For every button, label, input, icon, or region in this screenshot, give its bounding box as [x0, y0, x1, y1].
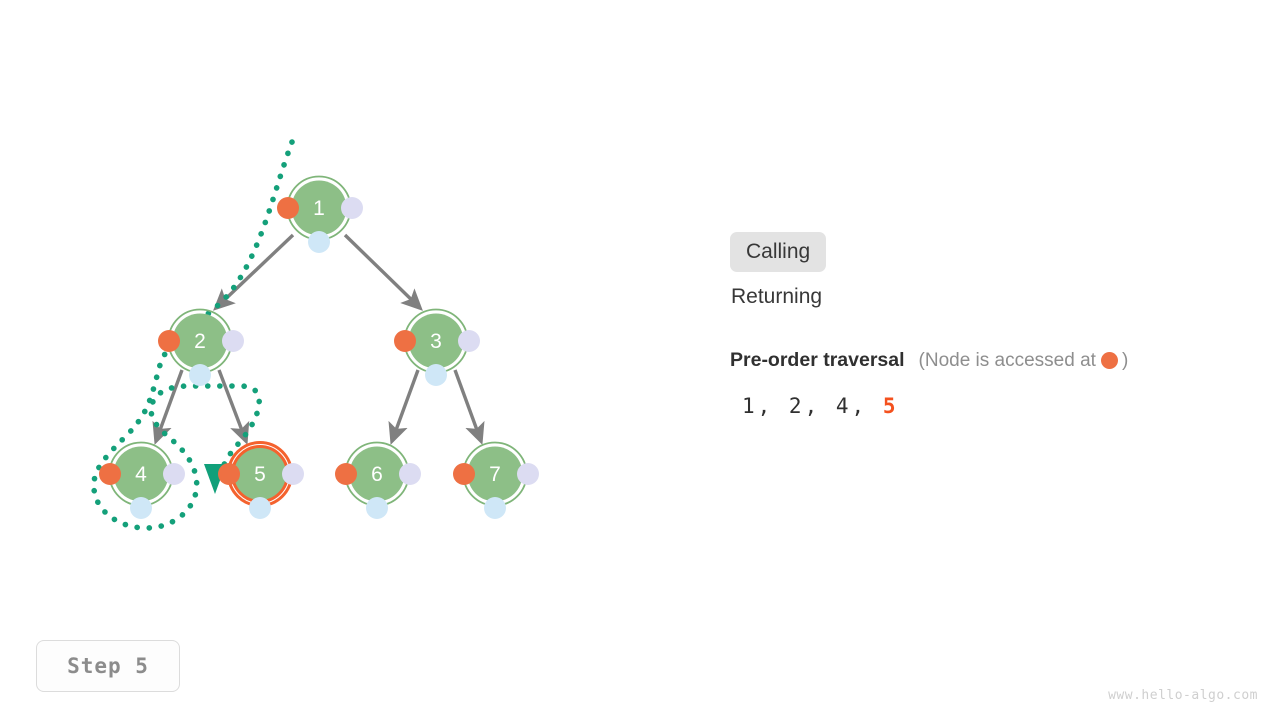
- node-2-right-dot: [222, 330, 244, 352]
- tree-nodes: [99, 175, 539, 520]
- traversal-title-row: Pre-order traversal (Node is accessed at): [730, 349, 1250, 371]
- traversal-title: Pre-order traversal: [730, 349, 905, 371]
- edge-3-6: [388, 369, 420, 445]
- node-5-bottom-dot: [249, 497, 271, 519]
- site-watermark: www.hello-algo.com: [1108, 688, 1258, 703]
- legend-returning-label: Returning: [731, 285, 823, 308]
- tree-node-5[interactable]: [218, 441, 304, 520]
- traversal-sequence-current: 5: [882, 393, 899, 418]
- node-1-right-dot: [341, 197, 363, 219]
- node-3-bottom-dot: [425, 364, 447, 386]
- edge-2-5: [217, 369, 250, 445]
- traversal-note-prefix: (Node is accessed at: [918, 350, 1096, 371]
- tree-node-1[interactable]: [277, 175, 363, 254]
- node-3-access-dot: [394, 330, 416, 352]
- node-4-access-dot: [99, 463, 121, 485]
- node-3-right-dot: [458, 330, 480, 352]
- step-badge: Step 5: [36, 640, 180, 692]
- node-6-bottom-dot: [366, 497, 388, 519]
- tree-node-7[interactable]: [453, 441, 539, 520]
- node-1-access-dot: [277, 197, 299, 219]
- node-6-access-dot: [335, 463, 357, 485]
- tree-edges: [152, 233, 485, 445]
- binary-tree-graphic: [91, 139, 539, 531]
- node-6-right-dot: [399, 463, 421, 485]
- traversal-sequence-previous: 1, 2, 4,: [742, 393, 868, 418]
- edge-1-2: [213, 233, 295, 311]
- tree-node-2[interactable]: [158, 308, 244, 387]
- node-7-access-dot: [453, 463, 475, 485]
- node-7-right-dot: [517, 463, 539, 485]
- tree-node-4[interactable]: [99, 441, 185, 520]
- node-2-bottom-dot: [189, 364, 211, 386]
- tree-node-3[interactable]: [394, 308, 480, 387]
- tree-node-6[interactable]: [335, 441, 421, 520]
- access-dot-icon: [1100, 352, 1118, 369]
- node-1-bottom-dot: [308, 231, 330, 253]
- node-4-right-dot: [163, 463, 185, 485]
- legend-calling-row: Calling: [730, 232, 1250, 272]
- node-2-access-dot: [158, 330, 180, 352]
- legend-calling-badge: Calling: [730, 232, 827, 272]
- traversal-sequence: 1, 2, 4, 5: [730, 394, 1250, 418]
- node-7-bottom-dot: [484, 497, 506, 519]
- edge-1-3: [343, 233, 423, 311]
- edge-2-4: [152, 369, 184, 445]
- node-5-right-dot: [282, 463, 304, 485]
- edge-3-7: [453, 369, 485, 445]
- node-4-bottom-dot: [130, 497, 152, 519]
- node-5-access-dot: [218, 463, 240, 485]
- traversal-note-suffix: ): [1121, 350, 1129, 371]
- info-panel: Calling Returning Pre-order traversal (No…: [730, 232, 1250, 418]
